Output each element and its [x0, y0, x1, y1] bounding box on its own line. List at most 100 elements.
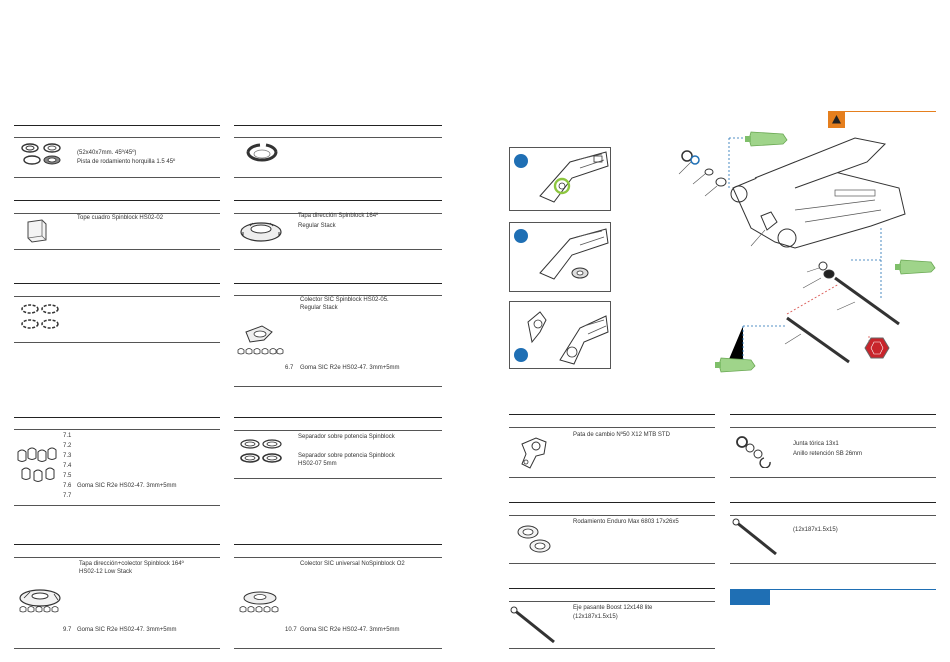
divider: [234, 478, 442, 479]
divider: [14, 283, 220, 284]
divider: [234, 200, 442, 201]
divider: [14, 429, 220, 430]
split-ring-image: [246, 143, 278, 162]
bearing-image: [517, 525, 551, 553]
part-description: HS02-07 5mm: [298, 461, 337, 467]
part-description: Tapa dirección+colector Spinblock 164º: [79, 561, 184, 567]
item-number: 7.2: [63, 443, 72, 449]
part-description: Separador sobre potencia Spinblock: [298, 453, 395, 459]
part-description: Goma SIC R2e HS02-47. 3mm+5mm: [300, 627, 400, 633]
part-description: (12x187x1.5x15): [573, 614, 618, 620]
divider: [14, 342, 220, 343]
divider: [234, 137, 442, 138]
item-number: 10.7: [285, 627, 297, 633]
step-badge: [514, 348, 528, 362]
divider: [509, 601, 715, 602]
part-description: Colector SIC Spinblock HS02-05.: [300, 297, 389, 303]
part-description: Pista de rodamiento horquilla 1.5 45º: [77, 159, 176, 165]
part-description: Goma SIC R2e HS02-47. 3mm+5mm: [77, 627, 177, 633]
divider: [509, 648, 715, 649]
part-description: Junta tórica 13x1: [793, 441, 839, 447]
part-description: Pata de cambio Nº50 X12 MTB STD: [573, 432, 670, 438]
accent-rule: [770, 589, 936, 590]
divider: [14, 137, 220, 138]
divider: [14, 213, 220, 214]
divider: [509, 515, 715, 516]
part-description: Regular Stack: [298, 223, 336, 229]
divider: [730, 477, 936, 478]
divider: [14, 296, 220, 297]
item-number: 7.3: [63, 453, 72, 459]
grease-tube-icon: [715, 357, 756, 373]
divider: [234, 295, 442, 296]
divider: [234, 557, 442, 558]
divider: [509, 502, 715, 503]
item-number: 7.6: [63, 483, 72, 489]
item-number: 7.5: [63, 473, 72, 479]
collector-image: [237, 325, 284, 355]
divider: [14, 505, 220, 506]
o-ring-retention-ring-image: [736, 436, 771, 468]
part-description: Regular Stack: [300, 305, 338, 311]
thru-axle-image: [510, 606, 555, 644]
headset-cap-image: [19, 589, 61, 613]
divider: [509, 477, 715, 478]
divider: [234, 417, 442, 418]
part-description: Separador sobre potencia Spinblock: [298, 434, 395, 440]
exploded-assembly-diagram: [678, 131, 936, 373]
divider: [14, 417, 220, 418]
part-description: Goma SIC R2e HS02-47. 3mm+5mm: [300, 365, 400, 371]
warning-triangle-icon: [828, 111, 845, 128]
divider: [14, 544, 220, 545]
divider: [234, 283, 442, 284]
accent-rule: [845, 111, 936, 112]
universal-collector-image: [239, 591, 279, 613]
divider: [234, 125, 442, 126]
divider: [730, 515, 936, 516]
stem-spacers-image: [240, 439, 282, 463]
seal-rings-image: [21, 304, 59, 329]
headset-top-cap-image: [240, 222, 282, 242]
divider: [730, 563, 936, 564]
grease-tube-icon: [895, 259, 936, 275]
part-description: Eje pasante Boost 12x148 lite: [573, 605, 653, 611]
divider: [14, 648, 220, 649]
item-number: 6.7: [285, 365, 294, 371]
headset-bearing-races-image: [21, 143, 61, 165]
thru-axle-image: [732, 518, 777, 556]
part-description: Anillo retención SB 26mm: [793, 451, 863, 457]
divider: [234, 544, 442, 545]
divider: [234, 249, 442, 250]
divider: [509, 427, 715, 428]
grease-tube-icon: [745, 131, 788, 147]
item-number: 7.7: [63, 493, 72, 499]
hex-wrench-icon: [864, 337, 890, 359]
divider: [14, 557, 220, 558]
frame-stop-image: [27, 219, 47, 243]
divider: [234, 386, 442, 387]
part-description: HS02-12 Low Stack: [79, 569, 133, 575]
sic-rubber-pieces-image: [17, 447, 57, 482]
divider: [234, 177, 442, 178]
divider: [730, 502, 936, 503]
divider: [14, 200, 220, 201]
part-description: Rodamiento Enduro Max 6803 17x26x5: [573, 519, 679, 525]
item-number: 7.1: [63, 433, 72, 439]
divider: [234, 648, 442, 649]
step-badge: [514, 154, 528, 168]
divider: [14, 177, 220, 178]
divider: [509, 414, 715, 415]
part-description: (52x40x7mm. 45º/45º): [77, 150, 137, 156]
item-number: 7.4: [63, 463, 72, 469]
part-description: Tope cuadro Spinblock HS02-02: [77, 215, 164, 221]
part-description: Colector SIC universal NoSpinblock O2: [300, 561, 405, 567]
divider: [14, 125, 220, 126]
item-number: 9.7: [63, 627, 72, 633]
part-description: Tapa dirección Spinblock 164º: [298, 213, 379, 219]
part-description: Goma SIC R2e HS02-47. 3mm+5mm: [77, 483, 177, 489]
derailleur-hanger-image: [521, 437, 547, 469]
divider: [730, 427, 936, 428]
divider: [234, 430, 442, 431]
step-badge: [514, 229, 528, 243]
part-description: (12x187x1.5x15): [793, 527, 838, 533]
